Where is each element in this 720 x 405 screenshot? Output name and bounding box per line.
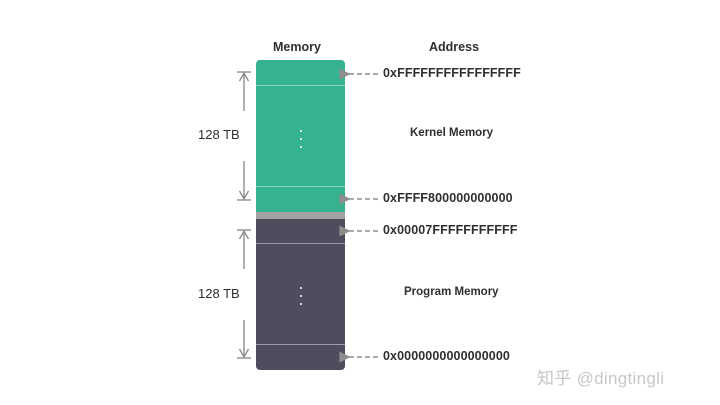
program-memory-block — [256, 219, 345, 370]
program-ellipsis — [299, 287, 302, 311]
memory-column-header: Memory — [273, 40, 321, 54]
address-kernel-top: 0xFFFFFFFFFFFFFFFF — [383, 66, 521, 80]
program-size-bracket — [237, 229, 251, 359]
kernel-size-bracket — [237, 71, 251, 201]
address-program-top: 0x00007FFFFFFFFFFF — [383, 223, 518, 237]
address-kernel-bottom: 0xFFFF800000000000 — [383, 191, 513, 205]
kernel-ellipsis — [299, 130, 302, 154]
kernel-memory-block — [256, 60, 345, 212]
kernel-segment-divider-top — [256, 85, 345, 86]
kernel-segment-divider-bottom — [256, 186, 345, 187]
program-size-label: 128 TB — [198, 286, 240, 301]
kernel-memory-label: Kernel Memory — [410, 127, 494, 139]
watermark-text: 知乎 @dingtingli — [537, 369, 665, 388]
address-column-header: Address — [429, 40, 480, 54]
address-program-bottom: 0x0000000000000000 — [383, 349, 510, 363]
program-memory-label: Program Memory — [404, 286, 499, 298]
program-segment-divider-top — [256, 243, 345, 244]
non-canonical-gap-block — [256, 212, 345, 219]
kernel-size-label: 128 TB — [198, 127, 240, 142]
program-segment-divider-bottom — [256, 344, 345, 345]
